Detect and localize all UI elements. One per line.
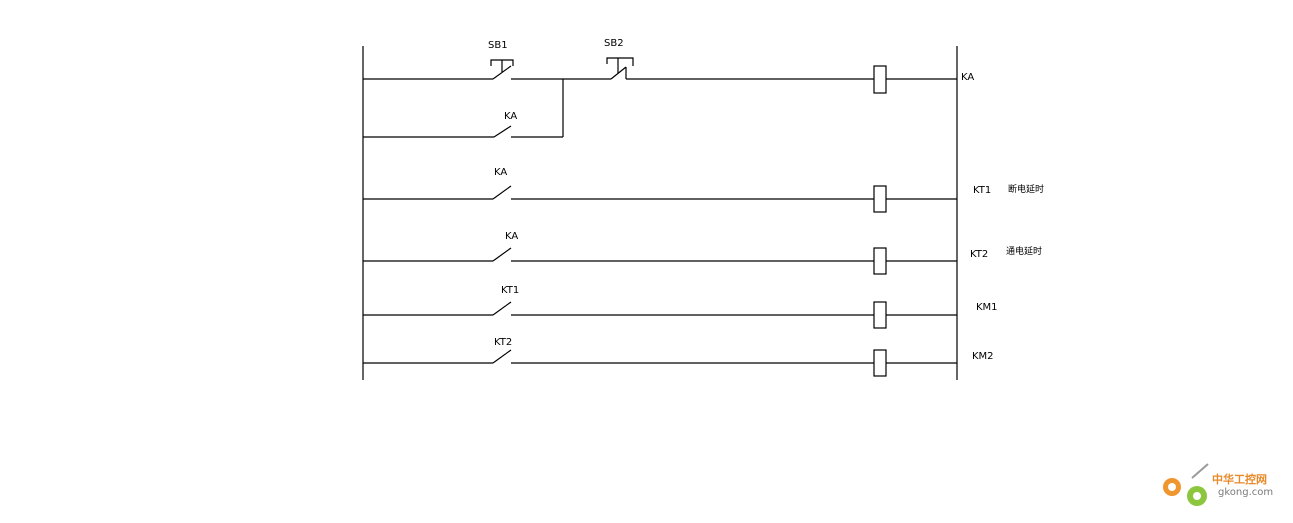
rung-ka-hold	[363, 79, 564, 138]
km1-coil	[873, 301, 887, 329]
kt1-contact-label: KT1	[501, 285, 519, 296]
rung-ka	[363, 57, 957, 94]
sb1-pushbutton-contact	[490, 59, 611, 80]
watermark-site-name: 中华工控网	[1212, 472, 1267, 486]
kt2-coil-label: KT2	[970, 249, 988, 260]
ka-coil-label: KA	[961, 72, 974, 83]
gear-icon	[1163, 463, 1209, 506]
km2-coil	[873, 349, 887, 377]
kt1-note: 断电延时	[1008, 183, 1044, 195]
watermark-domain: gkong.com	[1218, 487, 1273, 498]
rung-km1	[363, 301, 957, 329]
ka-hold-contact	[493, 125, 512, 138]
rung-kt2	[363, 247, 957, 275]
ka-contact-kt1-label: KA	[494, 167, 507, 178]
ka-hold-label: KA	[504, 111, 517, 122]
watermark: 中华工控网 gkong.com	[1163, 463, 1273, 506]
rung-km2	[363, 349, 957, 377]
sb2-pushbutton-contact	[606, 57, 634, 80]
km1-coil-label: KM1	[976, 302, 998, 313]
kt1-coil	[873, 185, 887, 213]
km2-coil-label: KM2	[972, 351, 994, 362]
ka-contact-kt2-label: KA	[505, 231, 518, 242]
kt2-coil	[873, 247, 887, 275]
sb1-label: SB1	[488, 40, 508, 51]
kt2-contact	[492, 349, 512, 364]
ka-contact-kt1	[492, 185, 512, 200]
rung-kt1	[363, 185, 957, 213]
kt1-contact	[492, 301, 512, 316]
kt1-coil-label: KT1	[973, 185, 991, 196]
ka-contact-kt2	[492, 247, 512, 262]
sb2-label: SB2	[604, 38, 624, 49]
kt2-note: 通电延时	[1006, 245, 1042, 257]
ka-coil	[873, 65, 887, 94]
kt2-contact-label: KT2	[494, 337, 512, 348]
